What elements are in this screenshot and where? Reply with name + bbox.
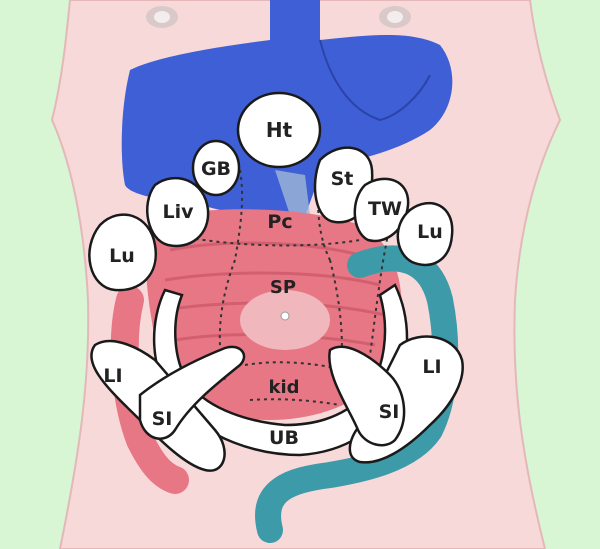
label-st: St (331, 168, 354, 190)
zone-si-left-band[interactable] (138, 345, 246, 440)
label-lu-right: Lu (417, 221, 443, 243)
label-li-left: LI (103, 365, 122, 387)
label-lu-left: Lu (109, 245, 135, 267)
zone-liv[interactable] (146, 176, 210, 248)
left-nipple (146, 6, 178, 28)
right-nipple (379, 6, 411, 28)
zone-lu-right[interactable] (396, 201, 454, 267)
zone-tw[interactable] (353, 177, 410, 243)
label-li-right: LI (422, 356, 441, 378)
label-si-left: SI (152, 408, 173, 430)
label-tw: TW (368, 198, 402, 220)
label-gb: GB (201, 158, 231, 180)
label-sp: SP (270, 277, 296, 298)
label-pc: Pc (267, 211, 292, 233)
navel (280, 311, 290, 321)
label-liv: Liv (162, 201, 194, 223)
gallbladder-tint (275, 170, 310, 215)
zone-lu-left[interactable] (88, 213, 158, 292)
zone-si-right-band[interactable] (328, 345, 406, 447)
zone-gb[interactable] (191, 139, 241, 197)
intestine-folds (164, 241, 386, 347)
label-kid: kid (268, 377, 299, 398)
ascending-colon (110, 286, 189, 494)
zone-ht[interactable] (236, 91, 322, 169)
label-si-right: SI (379, 401, 400, 423)
descending-colon (255, 245, 459, 543)
liver-lobe-line (319, 39, 431, 122)
label-ub: UB (269, 427, 299, 449)
label-ht: Ht (266, 118, 293, 142)
